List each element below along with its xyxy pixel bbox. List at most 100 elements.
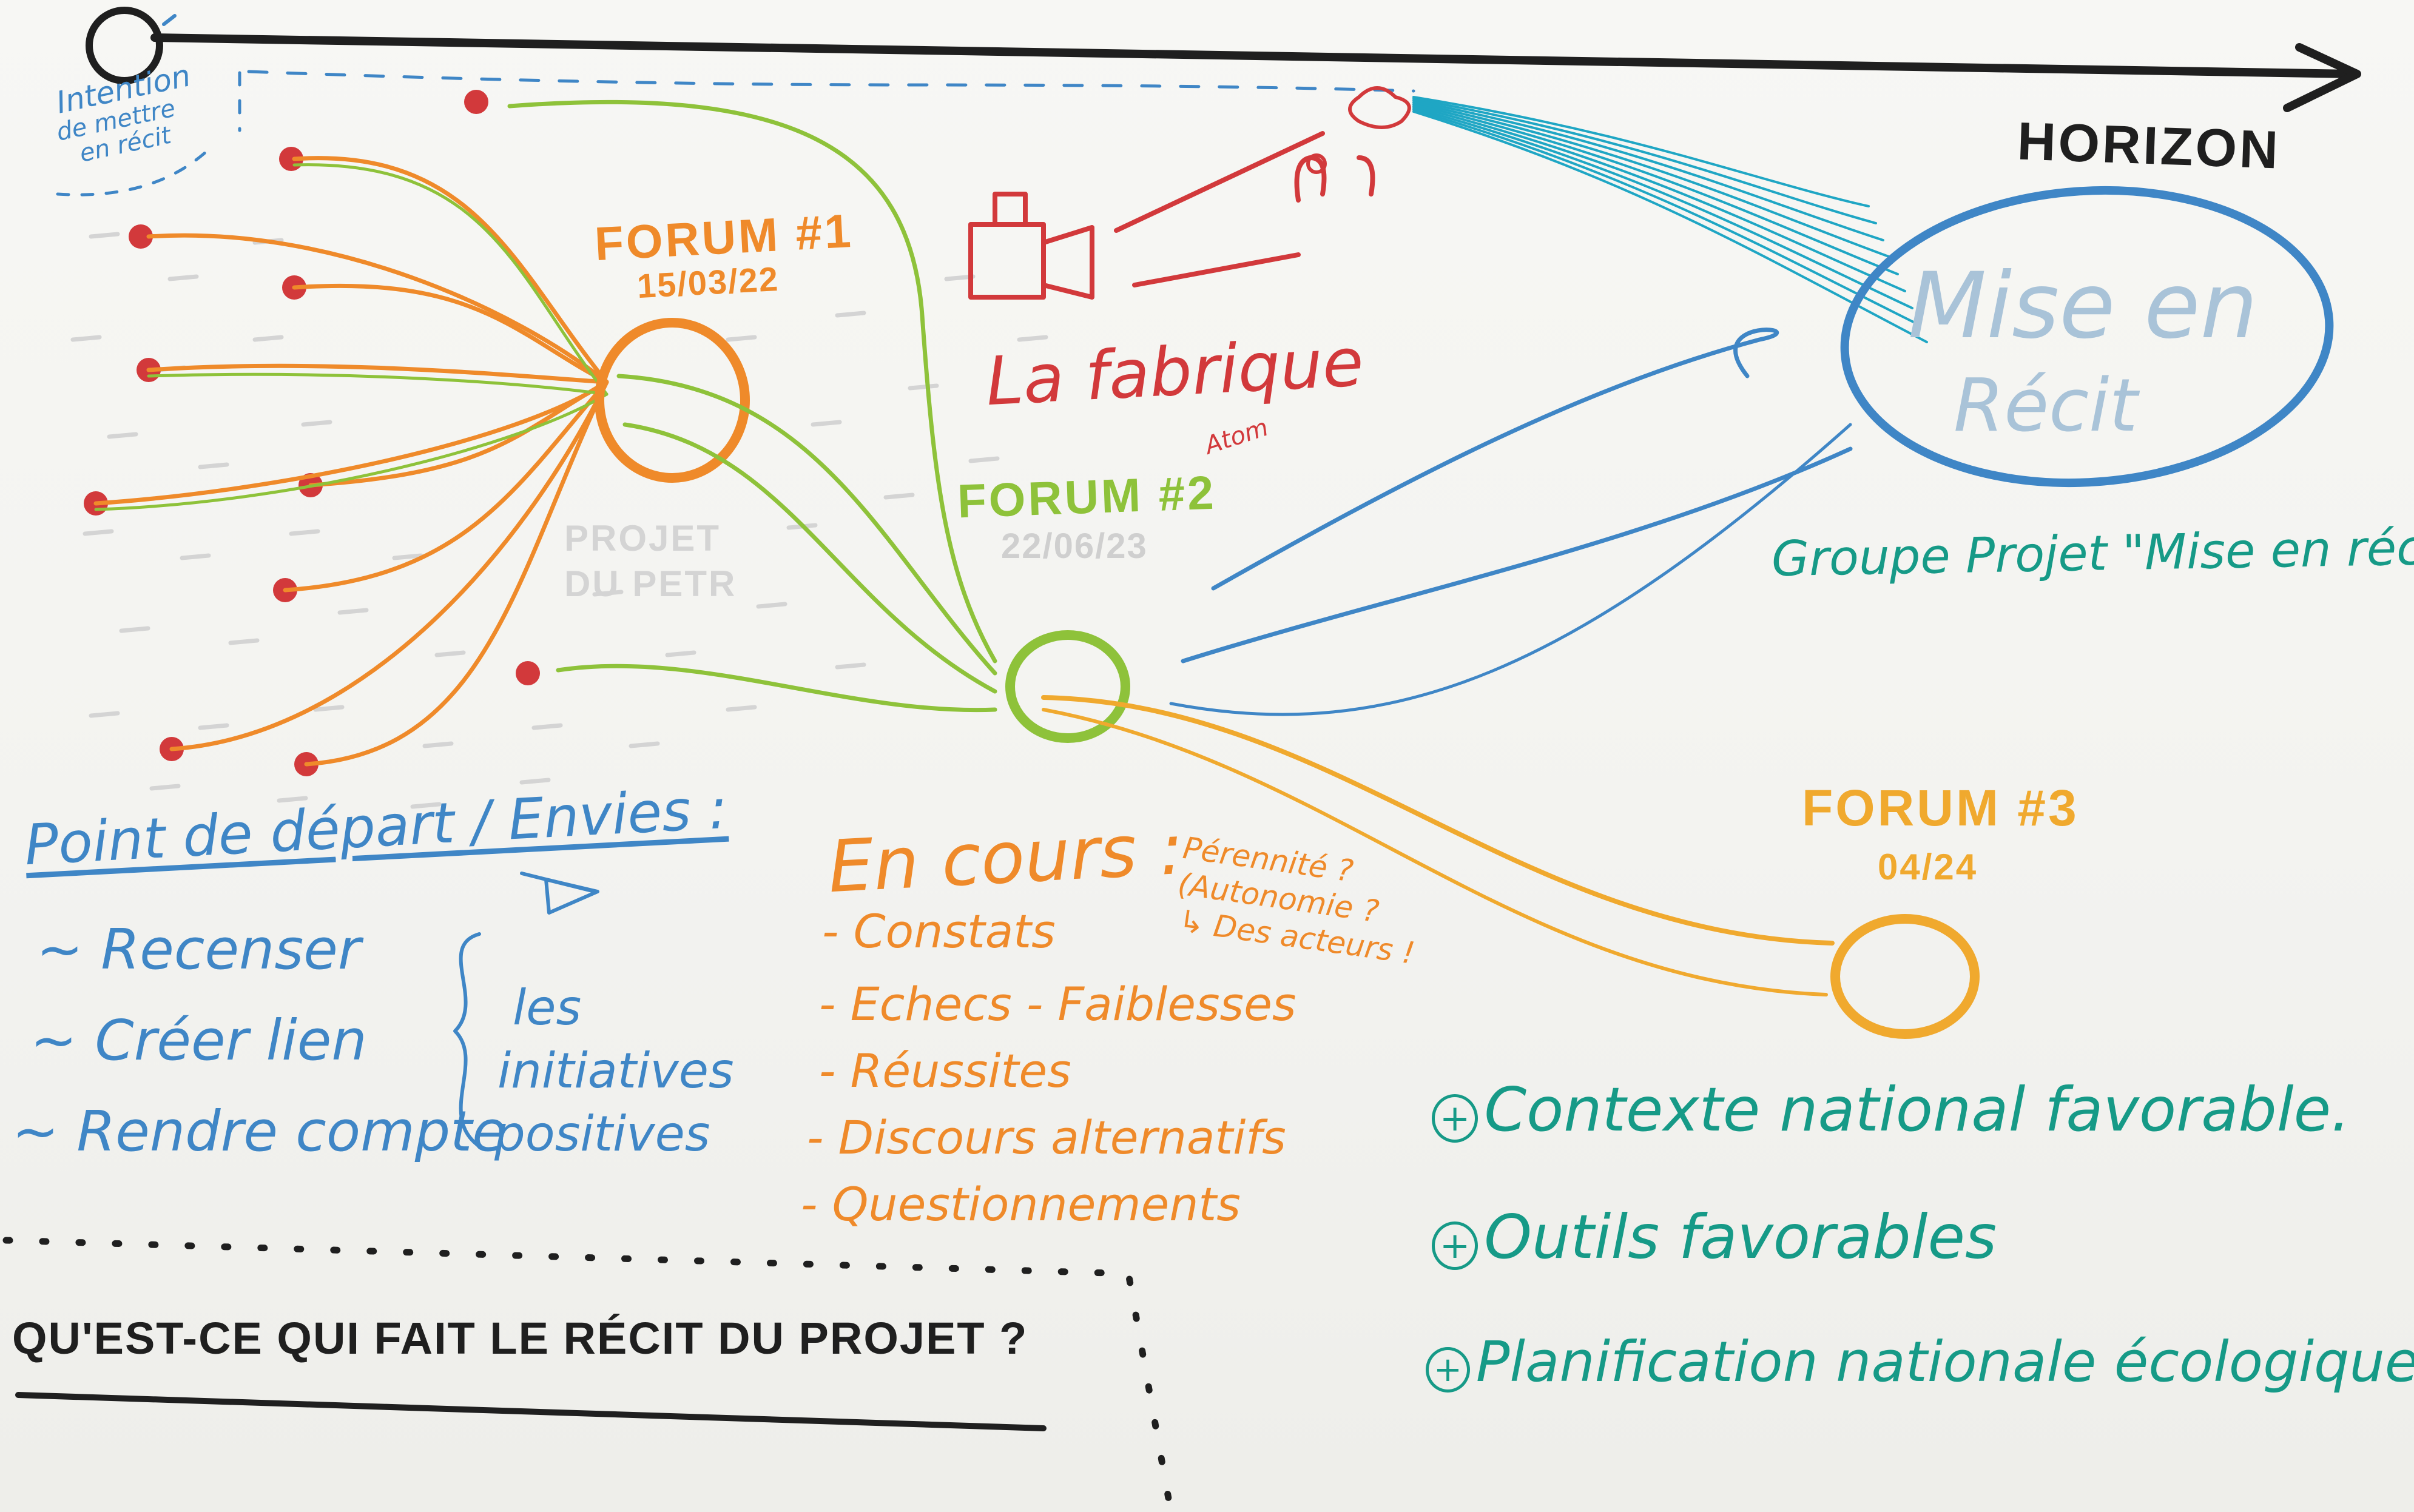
fabrique-label: La fabrique	[984, 323, 1366, 421]
person-icon	[1294, 155, 1327, 203]
cyan-fan-stroke	[1412, 107, 1913, 309]
grey-dash	[519, 778, 551, 785]
brace-label-line-2: initiatives	[497, 1043, 734, 1099]
camera-lens-icon	[1041, 225, 1094, 300]
favorable-item-2-text: Outils favorables	[1484, 1201, 1997, 1272]
forum-1-circle	[595, 318, 750, 483]
favorables-list: +Contexte national favorable. +Outils fa…	[1426, 1067, 2414, 1468]
grey-dash	[835, 311, 866, 318]
favorable-item-3: +Planification nationale écologique	[1426, 1334, 2414, 1393]
grey-dash	[392, 553, 423, 560]
favorable-item-2: +Outils favorables	[1432, 1207, 1997, 1270]
grey-dash	[968, 456, 1000, 463]
orange-flow	[146, 233, 609, 385]
grey-dash	[835, 662, 866, 670]
red-start-dot	[464, 90, 488, 114]
green-flow-top	[507, 99, 997, 664]
grey-dash	[119, 626, 150, 633]
dotted-separator	[2, 1237, 1175, 1512]
blue-flow-2	[1181, 446, 1853, 664]
brace-label-line-3: positives	[494, 1106, 710, 1162]
projet-petr-line-1: PROJET	[564, 518, 721, 559]
groupe-projet-caption: Groupe Projet "Mise en récit"	[1771, 518, 2414, 588]
forum-1-title: FORUM #1	[593, 203, 855, 271]
plus-icon: +	[1432, 1221, 1478, 1270]
green-overlay-flow	[147, 372, 609, 396]
green-flow-forum1b	[622, 422, 997, 694]
green-overlay-flow	[292, 163, 609, 396]
green-overlay-flow	[94, 392, 609, 511]
camera-top-icon	[993, 192, 1028, 227]
grey-dash	[337, 608, 369, 615]
orange-flow	[146, 363, 609, 385]
grey-dash	[180, 553, 211, 560]
forum-3-title: FORUM #3	[1802, 779, 2079, 836]
point-depart-item-3: ~ Rendre compte	[12, 1099, 507, 1164]
cyan-fan-stroke	[1412, 99, 1884, 241]
cyan-fan-stroke	[1412, 105, 1906, 292]
grey-dash	[277, 796, 308, 803]
en-cours-item-3: - Réussites	[819, 1044, 1071, 1098]
orange-flow	[169, 380, 609, 751]
green-flow-bottom	[556, 664, 997, 713]
grey-dash	[629, 741, 660, 748]
green-flow-forum1	[616, 374, 997, 676]
question-underline	[15, 1392, 1047, 1431]
forum-3-circle	[1830, 914, 1980, 1039]
forum-1-date: 15/03/22	[636, 259, 780, 306]
projet-petr-line-2: DU PETR	[564, 563, 737, 604]
grey-dash	[89, 232, 120, 239]
en-cours-title: En cours :	[826, 806, 1186, 909]
forum-2-title: FORUM #2	[956, 465, 1217, 528]
point-depart-arrowhead	[544, 878, 599, 915]
grey-dash	[811, 420, 842, 427]
brace-label-line-1: les	[513, 979, 582, 1036]
cyan-fan-stroke	[1412, 101, 1892, 258]
grey-dash	[198, 723, 229, 730]
grey-dash	[313, 705, 345, 712]
plus-icon: +	[1426, 1347, 1470, 1393]
forum-2-date: 22/06/23	[1001, 526, 1148, 566]
grey-dash	[665, 650, 696, 657]
grey-dash	[149, 784, 181, 791]
grey-dash	[726, 705, 757, 712]
timeline-start-circle	[86, 7, 163, 84]
grey-dash	[83, 529, 114, 536]
orange-flow	[292, 156, 609, 385]
orange-flow	[292, 283, 609, 385]
brace-label: les initiatives positives	[494, 976, 734, 1166]
grey-dash	[167, 274, 199, 281]
grey-dash	[107, 432, 138, 439]
en-cours-list: - Constats - Echecs - Faiblesses - Réuss…	[801, 909, 1408, 1248]
orange-flow	[93, 380, 609, 506]
person-icon	[1357, 155, 1375, 197]
grey-dash	[289, 529, 320, 536]
point-depart-item-2: ~ Créer lien	[30, 1008, 367, 1073]
red-start-dot	[129, 224, 153, 249]
grey-dash	[70, 335, 102, 342]
mise-en-recit-ellipse	[1840, 186, 2334, 488]
intention-curve	[56, 150, 208, 197]
point-depart-list: ~ Recenser ~ Créer lien ~ Rendre compte	[12, 922, 507, 1177]
blue-flow-3	[1169, 423, 1852, 716]
thought-cloud-icon	[1348, 86, 1411, 129]
cyan-fan-stroke	[1412, 96, 1870, 207]
grey-dash	[422, 741, 454, 748]
forum-2-circle	[1005, 630, 1130, 743]
yellow-flow-2	[1042, 708, 1828, 996]
grey-dash	[1017, 335, 1048, 342]
favorable-item-3-text: Planification nationale écologique	[1475, 1329, 2414, 1394]
red-ray-top	[1114, 131, 1325, 233]
en-cours-item-5: - Questionnements	[801, 1177, 1241, 1231]
cyan-fan-stroke	[1412, 103, 1899, 275]
camera-body-icon	[968, 222, 1046, 300]
favorable-item-1: +Contexte national favorable.	[1432, 1080, 2350, 1143]
favorable-item-1-text: Contexte national favorable.	[1484, 1074, 2350, 1145]
mise-en-recit-line-2: Récit	[1954, 364, 2138, 448]
horizon-label: HORIZON	[2016, 110, 2282, 180]
grey-dash	[301, 420, 332, 427]
yellow-flow-1	[1041, 695, 1835, 946]
question-label: QU'EST-CE QUI FAIT LE RÉCIT DU PROJET ?	[12, 1313, 1028, 1363]
red-start-dot	[516, 661, 540, 685]
